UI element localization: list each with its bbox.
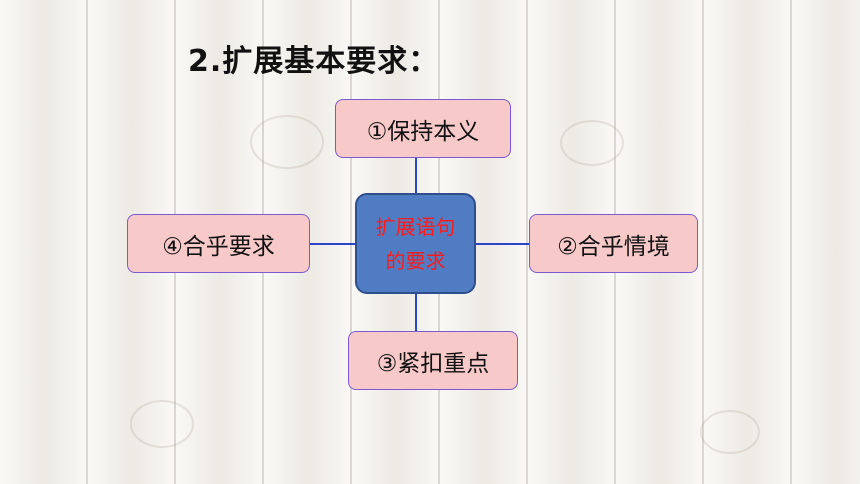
wood-knot bbox=[250, 115, 324, 169]
center-line-1: 扩展语句 bbox=[375, 214, 456, 239]
node-right: ②合乎情境 bbox=[529, 214, 698, 273]
node-bottom: ③紧扣重点 bbox=[348, 331, 518, 390]
center-node: 扩展语句 的要求 bbox=[355, 193, 476, 294]
node-top-label: ①保持本义 bbox=[366, 118, 480, 145]
wood-knot bbox=[130, 400, 194, 448]
node-top: ①保持本义 bbox=[335, 99, 511, 158]
connector-bottom bbox=[415, 293, 417, 331]
node-left-label: ④合乎要求 bbox=[162, 233, 275, 260]
node-left: ④合乎要求 bbox=[127, 214, 310, 273]
slide-title: 2.扩展基本要求： bbox=[188, 44, 440, 79]
node-right-label: ②合乎情境 bbox=[557, 233, 670, 260]
wood-knot bbox=[700, 410, 760, 454]
center-line-2: 的要求 bbox=[385, 248, 446, 273]
wood-knot bbox=[560, 120, 624, 166]
connector-left bbox=[309, 243, 356, 245]
connector-top bbox=[415, 157, 417, 194]
node-bottom-label: ③紧扣重点 bbox=[376, 350, 490, 377]
connector-right bbox=[475, 243, 530, 245]
